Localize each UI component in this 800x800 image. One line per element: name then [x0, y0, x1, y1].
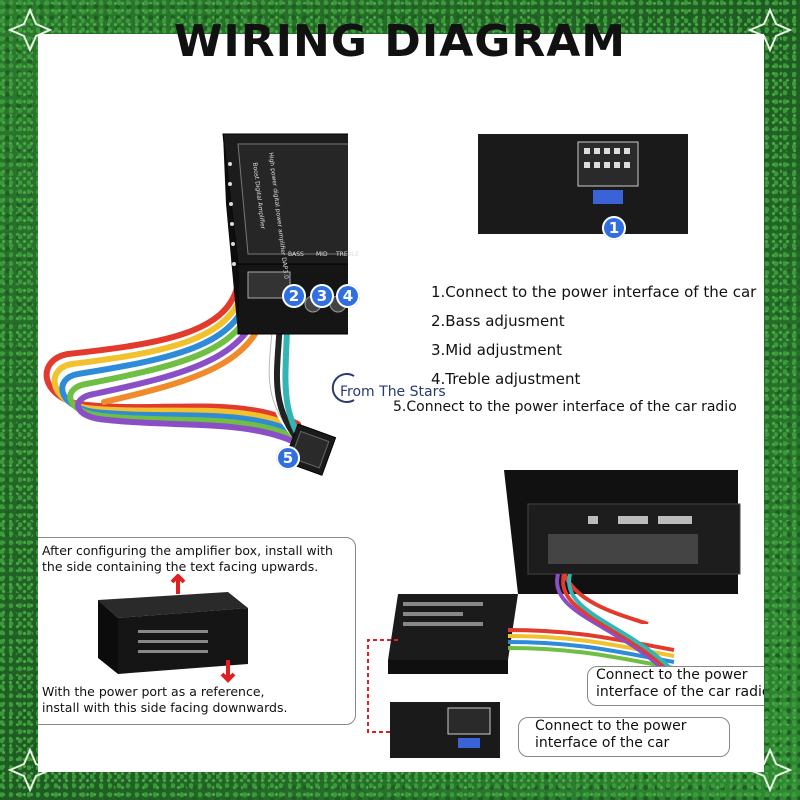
- install-box-illustration: [98, 574, 248, 683]
- power-box-small: [390, 702, 500, 758]
- amplifier-small-illustration: [388, 594, 675, 674]
- arrow-up-icon: [170, 574, 186, 594]
- badge-2: 2: [282, 284, 306, 308]
- corner-ornament-top-left: [7, 7, 53, 53]
- step-5: 5.Connect to the power interface of the …: [393, 399, 737, 415]
- watermark-text: From The Stars: [340, 384, 446, 400]
- corner-ornament-top-right: [747, 7, 793, 53]
- install-top-line1: After configuring the amplifier box, ins…: [42, 543, 333, 558]
- knob-label-treble: TREBLE: [336, 251, 359, 258]
- install-top-line2: the side containing the text facing upwa…: [42, 559, 319, 574]
- install-bottom-line1: With the power port as a reference,: [42, 684, 265, 699]
- power-connector-box: [478, 134, 688, 234]
- callout-car-line2: interface of the car: [535, 735, 670, 751]
- badge-1: 1: [602, 216, 626, 240]
- callout-radio-line1: Connect to the power: [596, 667, 748, 683]
- badge-3: 3: [310, 284, 334, 308]
- knob-label-bass: BASS: [288, 251, 304, 258]
- dashed-connector-line: [367, 639, 398, 733]
- callout-radio: Connect to the power interface of the ca…: [587, 666, 764, 706]
- badge-4: 4: [336, 284, 360, 308]
- step-1: 1.Connect to the power interface of the …: [431, 283, 757, 301]
- step-3: 3.Mid adjustment: [431, 341, 563, 359]
- arrow-down-icon: [220, 660, 236, 683]
- harness-to-radio: [555, 574, 678, 676]
- callout-car: Connect to the power interface of the ca…: [518, 717, 730, 757]
- watermark-logo-icon: [331, 373, 355, 403]
- step-2: 2.Bass adjusment: [431, 312, 565, 330]
- diagram-canvas: High power digital power amplifier DAP3.…: [38, 34, 764, 772]
- car-radio-illustration: [504, 470, 741, 624]
- page-title: WIRING DIAGRAM: [173, 16, 627, 67]
- callout-car-line1: Connect to the power: [535, 718, 687, 734]
- amplifier-illustration: [43, 133, 348, 476]
- install-bottom-line2: install with this side facing downwards.: [42, 700, 288, 715]
- step-4: 4.Treble adjustment: [431, 370, 581, 388]
- badge-5: 5: [276, 446, 300, 470]
- knob-label-mid: MID: [316, 251, 328, 258]
- callout-radio-line2: interface of the car radio: [596, 684, 764, 700]
